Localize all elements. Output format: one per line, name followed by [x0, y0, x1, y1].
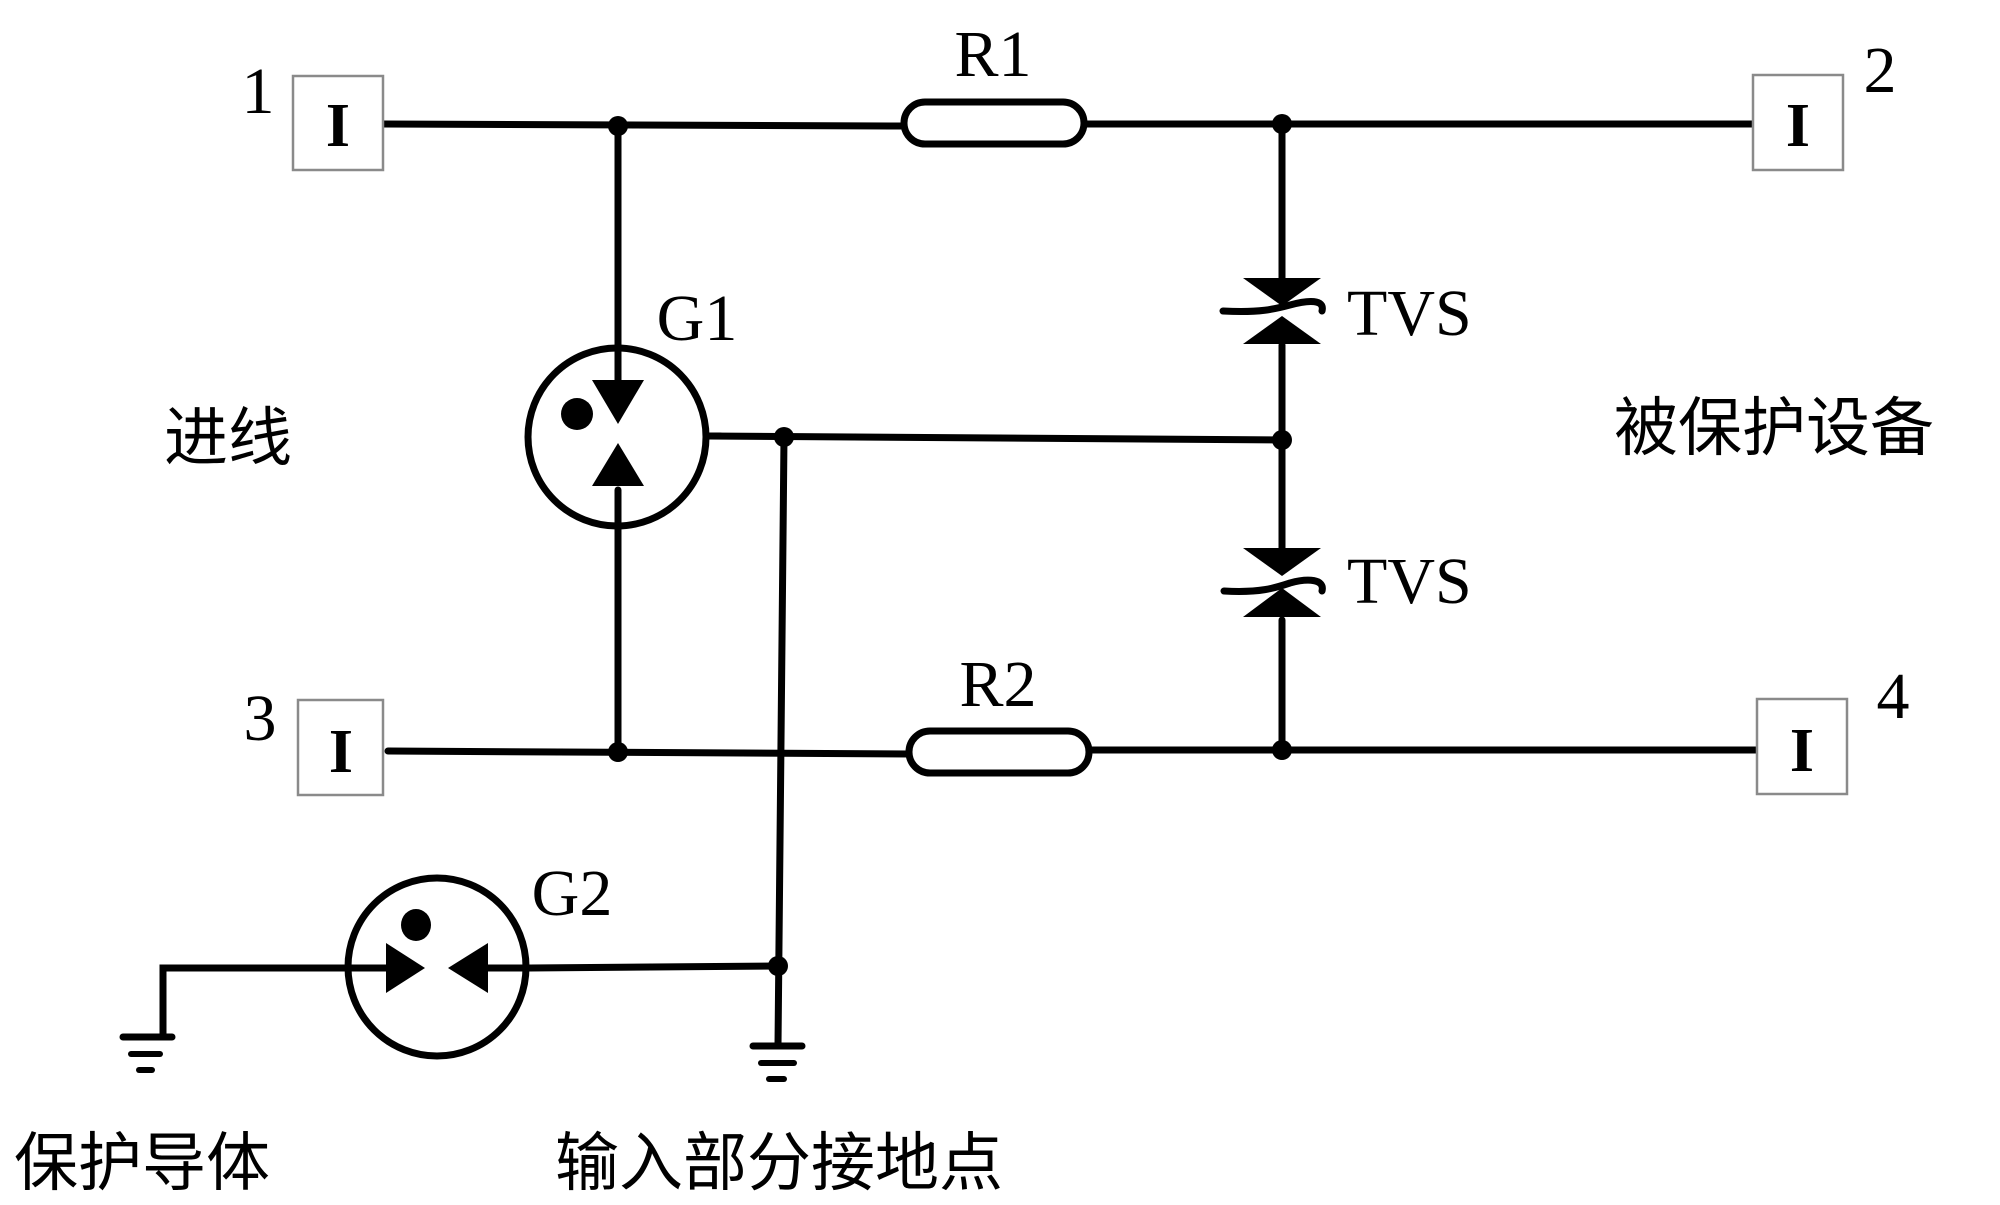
tvs-top-bar	[1219, 298, 1326, 316]
wire-bottom-left	[384, 747, 914, 758]
node-top-right	[1272, 114, 1292, 134]
wires	[159, 120, 1764, 1049]
ground-protective-conductor-icon	[119, 1033, 176, 1073]
g2-arrow-left-icon	[448, 943, 488, 993]
wire-g2-right	[526, 962, 782, 972]
tvs-bottom-label: TVS	[1347, 545, 1472, 618]
terminal-4-number: 4	[1877, 660, 1910, 733]
g1-arrow-up-icon	[592, 443, 644, 486]
node-middle-left	[774, 427, 794, 447]
wire-ground-drop	[774, 433, 788, 1049]
terminal-1-number: 1	[242, 55, 275, 128]
node-bottom-right	[1272, 740, 1292, 760]
resistor-r1-body	[900, 98, 1088, 148]
resistor-r2: R2	[905, 648, 1093, 777]
label-protected-equipment: 被保护设备	[1614, 392, 1934, 466]
wire-g2-left	[159, 964, 349, 1039]
node-ground-point	[768, 956, 788, 976]
label-protective-conductor: 保护导体	[14, 1127, 270, 1201]
terminal-4-box	[1755, 697, 1849, 796]
tvs-top-triangle-down-icon	[1243, 278, 1321, 306]
label-input-ground-point: 输入部分接地点	[555, 1127, 1003, 1201]
resistor-r1: R1	[900, 18, 1088, 148]
g1-gas-dot-icon	[561, 398, 593, 430]
ground-input-point-icon	[749, 1042, 806, 1082]
tvs-bottom-triangle-down-icon	[1243, 548, 1321, 576]
terminal-1-symbol: I	[326, 92, 350, 160]
gas-discharge-tube-g2: G2	[341, 857, 613, 1060]
wire-middle	[703, 432, 1286, 444]
g2-arrow-right-icon	[386, 943, 425, 993]
terminal-2: I 2	[1751, 34, 1897, 172]
resistor-r2-body	[905, 727, 1093, 777]
g1-arrow-down-icon	[592, 380, 644, 424]
junction-nodes	[608, 114, 1292, 976]
node-bottom-left	[608, 742, 628, 762]
tvs-diode-top: TVS	[1219, 277, 1472, 350]
terminal-2-symbol: I	[1786, 92, 1810, 160]
terminal-3: I 3	[244, 682, 385, 797]
terminal-2-box	[1751, 73, 1845, 172]
resistor-r2-label: R2	[959, 648, 1036, 721]
node-top-left	[608, 116, 628, 136]
tvs-top-label: TVS	[1347, 277, 1472, 350]
tvs-diode-bottom: TVS	[1220, 545, 1472, 618]
terminal-1-box	[291, 74, 385, 172]
gas-discharge-tube-g1: G1	[524, 282, 738, 534]
g2-label: G2	[532, 857, 613, 930]
terminal-1: I 1	[242, 55, 385, 172]
g2-gas-dot-icon	[401, 909, 431, 941]
terminal-2-number: 2	[1864, 34, 1897, 107]
terminal-4: I 4	[1755, 660, 1910, 796]
wire-top-left	[379, 120, 909, 130]
tvs-bottom-bar	[1220, 576, 1326, 595]
label-incoming-line: 进线	[164, 402, 292, 476]
terminal-3-number: 3	[244, 682, 277, 755]
terminal-3-symbol: I	[329, 718, 353, 786]
node-tvs-midpoint	[1272, 430, 1292, 450]
tvs-top-triangle-up-icon	[1243, 316, 1321, 344]
terminal-3-box	[296, 698, 385, 797]
g1-label: G1	[657, 282, 738, 355]
tvs-bottom-triangle-up-icon	[1243, 588, 1321, 617]
resistor-r1-label: R1	[954, 18, 1031, 91]
terminal-4-symbol: I	[1790, 717, 1814, 785]
